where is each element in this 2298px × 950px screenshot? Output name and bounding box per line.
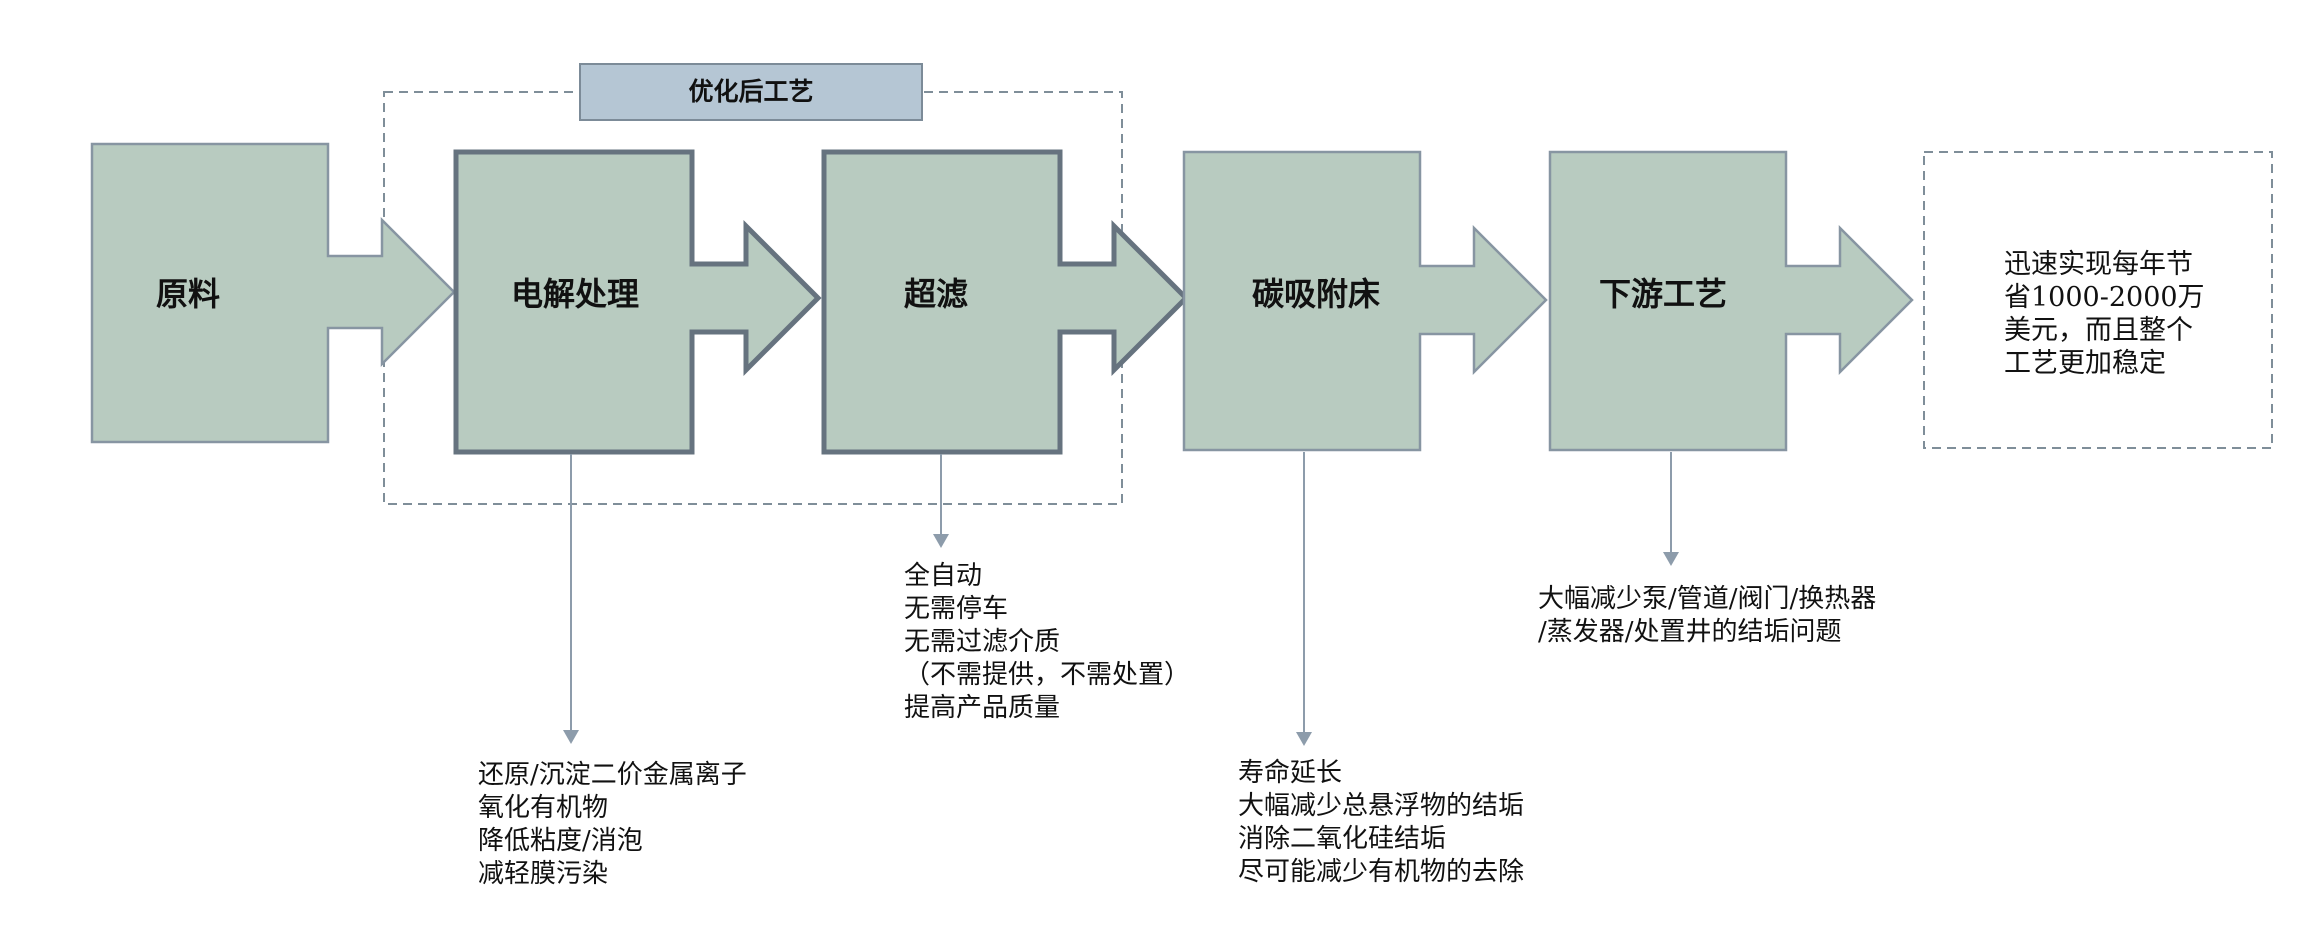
result-line: 美元，而且整个 xyxy=(2004,315,2193,346)
result-line: 工艺更加稳定 xyxy=(2004,348,2166,379)
step-label-raw-material: 原料 xyxy=(156,275,220,313)
note-line: 提高产品质量 xyxy=(904,693,1060,723)
step-downstream: 下游工艺 xyxy=(1548,150,1914,452)
note-line: 还原/沉淀二价金属离子 xyxy=(478,760,747,790)
step-ultrafiltration: 超滤 xyxy=(821,149,1190,455)
step-label-electrolysis: 电解处理 xyxy=(511,275,639,313)
result-box: 迅速实现每年节 省1000-2000万 美元，而且整个 工艺更加稳定 xyxy=(1923,151,2273,449)
notes-carbon-bed: 寿命延长 大幅减少总悬浮物的结垢 消除二氧化硅结垢 尽可能减少有机物的去除 xyxy=(1238,758,1532,887)
note-line: 全自动 xyxy=(904,561,982,591)
step-raw-material: 原料 xyxy=(90,142,456,444)
note-line: 消除二氧化硅结垢 xyxy=(1238,824,1446,854)
connector-carbon-bed xyxy=(1296,452,1312,746)
notes-downstream: 大幅减少泵/管道/阀门/换热器 /蒸发器/处置井的结垢问题 xyxy=(1538,584,1885,647)
note-line: 减轻膜污染 xyxy=(478,859,608,889)
note-line: 氧化有机物 xyxy=(478,793,608,823)
notes-electrolysis: 还原/沉淀二价金属离子 氧化有机物 降低粘度/消泡 减轻膜污染 xyxy=(478,760,755,889)
result-text: 迅速实现每年节 省1000-2000万 美元，而且整个 工艺更加稳定 xyxy=(2004,249,2213,379)
step-label-downstream: 下游工艺 xyxy=(1599,275,1727,313)
connector-ultrafiltration xyxy=(933,454,949,548)
note-line: 大幅减少总悬浮物的结垢 xyxy=(1238,791,1524,821)
notes-ultrafiltration: 全自动 无需停车 无需过滤介质 （不需提供，不需处置） 提高产品质量 xyxy=(904,561,1198,723)
note-line: 降低粘度/消泡 xyxy=(478,826,643,856)
step-label-carbon-bed: 碳吸附床 xyxy=(1252,275,1380,313)
step-label-ultrafiltration: 超滤 xyxy=(904,275,968,313)
optimized-process-title: 优化后工艺 xyxy=(579,63,923,121)
note-line: 无需停车 xyxy=(904,594,1008,624)
note-line: （不需提供，不需处置） xyxy=(904,660,1190,690)
step-carbon-bed: 碳吸附床 xyxy=(1182,150,1548,452)
note-line: 尽可能减少有机物的去除 xyxy=(1238,857,1524,887)
result-line: 省1000-2000万 xyxy=(2004,282,2205,313)
note-line: 大幅减少泵/管道/阀门/换热器 xyxy=(1538,584,1876,614)
note-line: /蒸发器/处置井的结垢问题 xyxy=(1538,617,1842,647)
step-electrolysis: 电解处理 xyxy=(453,149,822,455)
note-line: 无需过滤介质 xyxy=(904,627,1060,657)
connector-downstream xyxy=(1663,452,1679,566)
connector-electrolysis xyxy=(563,454,579,744)
group-title-text: 优化后工艺 xyxy=(688,77,813,106)
result-line: 迅速实现每年节 xyxy=(2004,249,2193,280)
note-line: 寿命延长 xyxy=(1238,758,1342,788)
